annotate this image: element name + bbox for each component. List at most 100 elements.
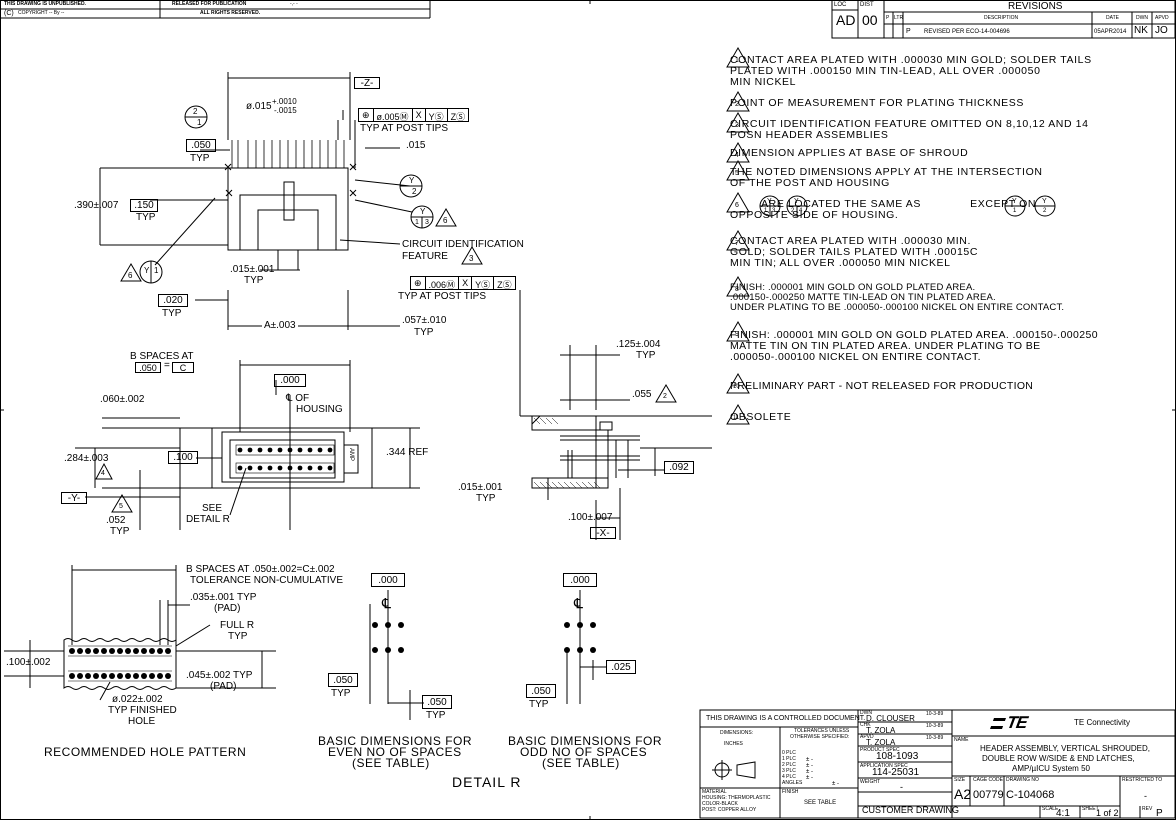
housing-label: HOUSING <box>296 404 343 415</box>
tb-plc2: 2 PLC <box>782 762 796 768</box>
top-view-geometry <box>99 72 521 416</box>
dim-100-front: .100 <box>168 451 198 464</box>
tb-product-spec: 108-1093 <box>876 751 919 762</box>
hole-typ-finished: TYP FINISHED <box>108 705 177 716</box>
released-text: RELEASED FOR PUBLICATION <box>172 1 247 7</box>
datum-y: -Y- <box>61 492 87 504</box>
cl-of-label: ℄ OF <box>286 393 310 404</box>
tb-rev: P <box>1156 808 1163 819</box>
datum-x: -X- <box>590 527 616 539</box>
tb-plc0: 0 PLC <box>782 750 796 756</box>
tb-size: A2 <box>954 786 972 802</box>
note-6-text: ARE LOCATED THE SAME AS EXCEPT ON OPPOSI… <box>730 198 1037 221</box>
tb-rev-label: REV <box>1142 806 1153 812</box>
tb-restricted-val: - <box>1144 791 1147 801</box>
detail-odd-caption-2: ODD NO OF SPACES <box>520 745 648 759</box>
rev-col-p: P <box>886 15 890 21</box>
tb-pm-2: ± - <box>806 763 813 769</box>
note6-ref-b-br: 4 <box>799 208 803 214</box>
dim-100-side: .100±.007 <box>568 512 613 523</box>
detail-odd-caption-1: BASIC DIMENSIONS FOR <box>508 734 663 748</box>
tb-controlled: THIS DRAWING IS A CONTROLLED DOCUMENT. <box>706 715 866 722</box>
note-11-number: 11 <box>733 415 740 421</box>
dim-150-typ: TYP <box>136 212 156 223</box>
tb-material-label: MATERIAL <box>702 789 727 795</box>
tri-6-b: 6 <box>443 216 448 225</box>
note-3-number: 3 <box>735 122 739 129</box>
tb-company: TE Connectivity <box>1074 718 1131 727</box>
dim-020-typ: TYP <box>162 308 182 319</box>
hole-pattern-title: RECOMMENDED HOLE PATTERN <box>44 745 247 759</box>
note-7-text: CONTACT AREA PLATED WITH .000030 MIN. GO… <box>730 235 979 269</box>
b-spaces-c: C <box>172 362 194 373</box>
dim-000-housing: .000 <box>274 374 306 387</box>
dim-050-typ: TYP <box>190 153 210 164</box>
rev-row-desc: REVISED PER ECO-14-004696 <box>924 29 1010 35</box>
detail-even-caption-3: (SEE TABLE) <box>352 756 430 770</box>
tb-chk-date: 10-3-89 <box>926 723 944 729</box>
rev-loc-value: AD <box>836 12 856 28</box>
rev-row-date: 05APR2014 <box>1094 29 1127 35</box>
note-8-number: 8 <box>735 286 739 293</box>
tb-sheet: 1 of 2 <box>1096 808 1119 818</box>
tb-pm-4: ± - <box>806 775 813 781</box>
dim-060: .060±.002 <box>100 394 145 405</box>
detail-even-caption-2: EVEN NO OF SPACES <box>328 745 462 759</box>
datum-z: -Z- <box>354 77 380 89</box>
ref-bot-1: 1 <box>197 118 202 127</box>
detail-odd-025: .025 <box>606 660 636 674</box>
note6-ref-c-bot: 1 <box>1013 208 1017 214</box>
dim-092: .092 <box>664 461 694 474</box>
tb-apvd-label: APVD <box>860 734 874 740</box>
dim-a: A±.003 <box>262 320 298 331</box>
tb-see-table: SEE TABLE <box>804 800 837 806</box>
revisions-title: REVISIONS <box>1008 1 1063 12</box>
dim-125: .125±.004 <box>616 339 661 350</box>
detail-r-geometry <box>369 590 606 720</box>
copyright-text: COPYRIGHT -- By -- <box>18 10 65 16</box>
tb-scale-label: SCALE <box>1042 806 1059 812</box>
released-value: -,- - <box>290 1 298 7</box>
note-11-text: OBSOLETE <box>730 411 792 423</box>
tb-inches: INCHES <box>724 741 743 747</box>
dim-055: .055 <box>632 389 652 400</box>
tb-pm-angles: ± - <box>832 781 839 787</box>
ref-top-1: 2 <box>193 107 198 116</box>
tb-plc1: 1 PLC <box>782 756 796 762</box>
dim-015: .015 <box>406 140 426 151</box>
fcf2-datum-z: ZⓈ <box>497 280 512 290</box>
typ-post-tips-1: TYP AT POST TIPS <box>360 123 448 134</box>
tb-dwg-label: DRAWING NO <box>1006 777 1039 783</box>
title-block-grid <box>699 709 1176 819</box>
see-label: SEE <box>202 503 223 514</box>
tb-customer-drawing: CUSTOMER DRAWING <box>862 805 960 815</box>
detail-even-050b: .050 <box>422 695 452 709</box>
fcf-position-symbol: ⊕ <box>359 109 374 121</box>
note6-ref-a-top: Y <box>767 198 772 205</box>
tb-material-3: POST: COPPER ALLOY <box>702 807 757 813</box>
tb-pm-3: ± - <box>806 769 813 775</box>
typ-post-tips-2: TYP AT POST TIPS <box>398 291 486 302</box>
tri-3: 3 <box>469 254 474 263</box>
side-view-geometry <box>520 345 712 540</box>
tri-5: 5 <box>119 503 123 510</box>
note6-ref-a-br: 3 <box>772 208 776 214</box>
dim-dia-tol-minus: -.0015 <box>274 106 297 115</box>
rev-row-ltr: P <box>906 28 911 35</box>
dim-052: .052 <box>106 515 126 526</box>
detail-r-title: DETAIL R <box>452 774 522 790</box>
tb-chk: T. ZOLA <box>866 726 896 735</box>
hole-dia-022: ø.022±.002 <box>112 694 163 705</box>
tb-name-2: DOUBLE ROW W/SIDE & END LATCHES, <box>982 754 1135 763</box>
rev-dist-label: DIST <box>860 2 874 8</box>
rev-col-date: DATE <box>1106 15 1119 21</box>
b-spaces-label: B SPACES AT <box>130 351 194 362</box>
note-10-number: 10 <box>733 384 740 390</box>
front-view-geometry <box>75 360 420 530</box>
tb-material-1: HOUSING: THERMOPLASTIC <box>702 795 771 801</box>
dim-057-typ: TYP <box>414 327 434 338</box>
tb-dwn: D. CLOUSER <box>866 714 915 723</box>
note6-ref-d-top: Y <box>1042 198 1047 205</box>
hole-dim-045: .045±.002 TYP <box>186 670 253 681</box>
